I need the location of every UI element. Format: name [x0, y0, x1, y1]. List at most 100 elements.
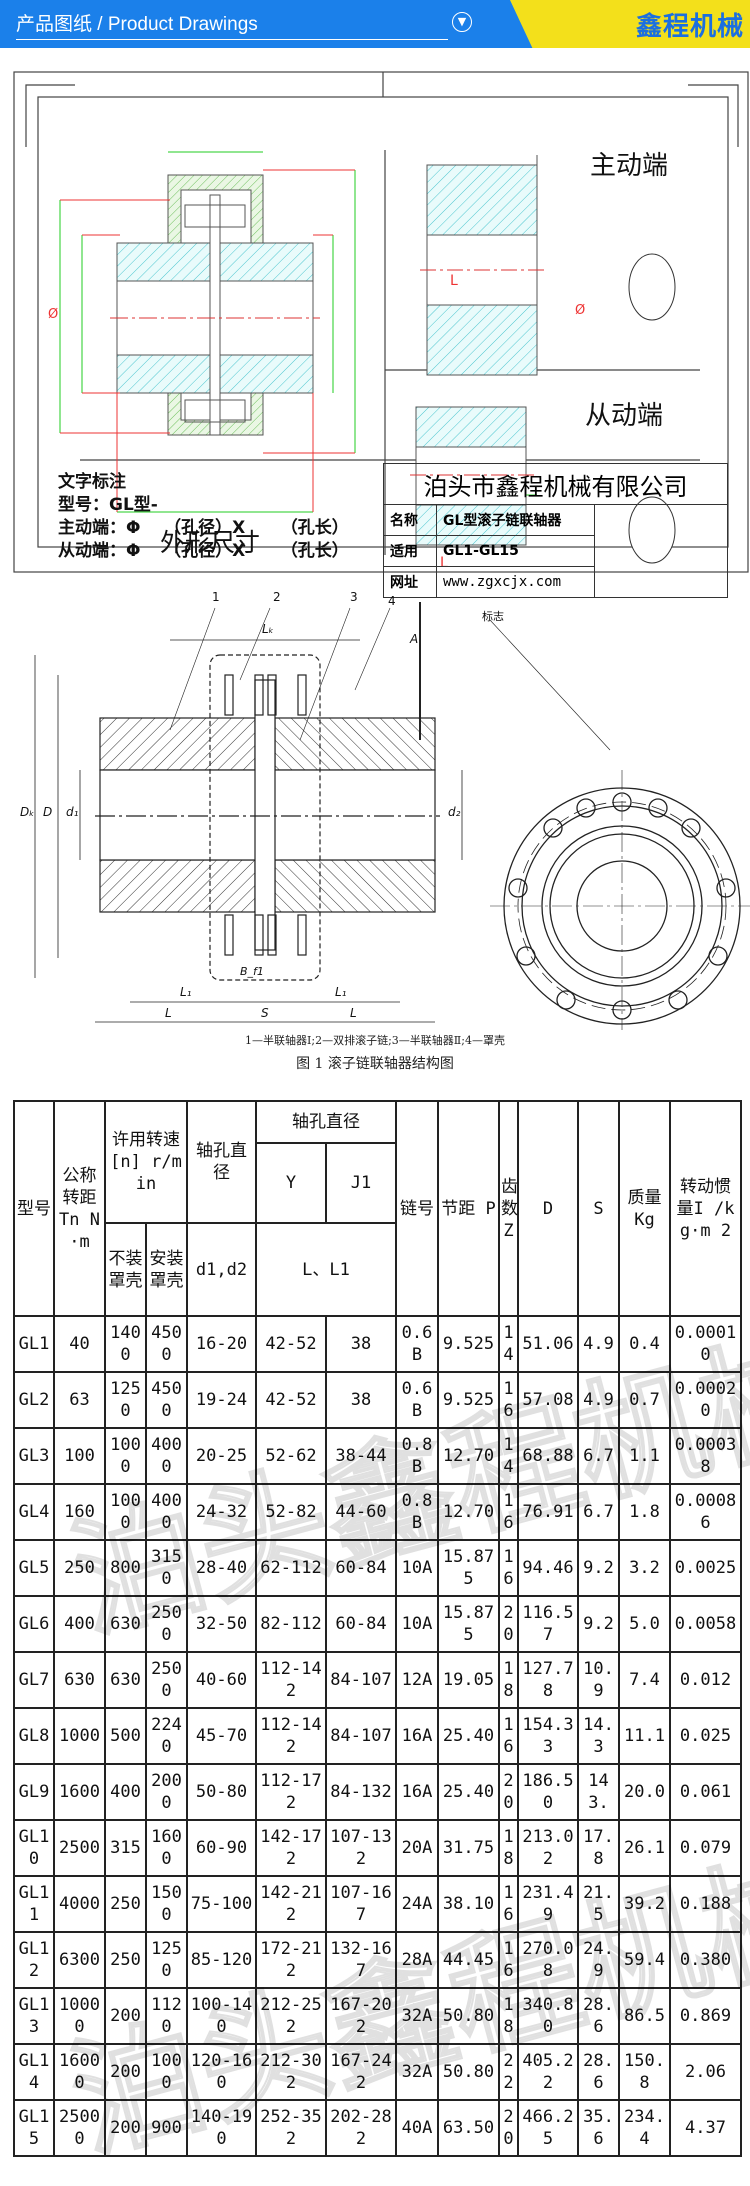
header-bore: 轴孔直径 [186, 1100, 258, 1224]
cell-bore-d: 40-60 [186, 1651, 258, 1709]
cell-speed-with-cover: 3150 [144, 1539, 189, 1597]
cell-mass: 3.2 [618, 1539, 672, 1597]
cell-length-j1: 60-84 [325, 1539, 398, 1597]
cell-inertia: 0.061 [669, 1763, 743, 1821]
length-symbol: L [450, 273, 458, 289]
cell-d: 68.88 [517, 1427, 580, 1485]
cell-bore-d: 85-120 [186, 1931, 258, 1989]
cell-length-j1: 167-242 [325, 2043, 398, 2101]
dim-d1: d₁ [66, 805, 79, 819]
header-inertia: 转动惯量I /kg·m 2 [669, 1100, 743, 1317]
dim-dk: Dₖ [20, 805, 35, 819]
cell-length-j1: 132-167 [325, 1931, 398, 1989]
cell-torque: 25000 [53, 2099, 106, 2157]
part-number-2: 2 [273, 590, 281, 604]
cell-chain: 28A [395, 1931, 440, 1989]
cell-torque: 16000 [53, 2043, 106, 2101]
cell-speed-with-cover: 4500 [144, 1315, 189, 1373]
cell-bore-d: 45-70 [186, 1707, 258, 1765]
cell-mass: 150.8 [618, 2043, 672, 2101]
cell-teeth: 16 [498, 1931, 520, 1989]
cell-teeth: 20 [498, 2099, 520, 2157]
cell-speed-no-cover: 200 [104, 2099, 147, 2157]
cell-bore-d: 16-20 [186, 1315, 258, 1373]
cell-length-y: 112-142 [255, 1651, 328, 1709]
cell-model: GL9 [13, 1763, 55, 1821]
cell-bore-d: 20-25 [186, 1427, 258, 1485]
header-y: Y [255, 1142, 328, 1224]
cell-inertia: 0.012 [669, 1651, 743, 1709]
cell-length-y: 82-112 [255, 1595, 328, 1653]
chevron-down-circle-icon[interactable]: ▼ [452, 12, 472, 32]
cell-model: GL3 [13, 1427, 55, 1485]
header-teeth: 齿数 Z [498, 1100, 520, 1317]
dim-lk: Lₖ [262, 622, 274, 636]
dim-l-right: L [350, 1006, 357, 1020]
dim-a: A [410, 632, 419, 646]
outline-drawing-svg [13, 71, 749, 581]
cell-s: 10.9 [577, 1651, 621, 1709]
cell-chain: 32A [395, 2043, 440, 2101]
cell-length-y: 172-212 [255, 1931, 328, 1989]
notes-main-end: 主动端：Φ （孔径）X （孔长） [58, 518, 349, 538]
cell-d: 405.22 [517, 2043, 580, 2101]
cell-length-y: 42-52 [255, 1315, 328, 1373]
cell-s: 6.7 [577, 1427, 621, 1485]
cell-d: 466.25 [517, 2099, 580, 2157]
cell-inertia: 0.0025 [669, 1539, 743, 1597]
cell-pitch: 50.80 [437, 1987, 501, 2045]
cell-s: 9.2 [577, 1595, 621, 1653]
cell-length-j1: 44-60 [325, 1483, 398, 1541]
cell-s: 4.9 [577, 1371, 621, 1429]
cell-chain: 0.8B [395, 1427, 440, 1485]
cell-inertia: 0.079 [669, 1819, 743, 1877]
dim-l1-left: L₁ [180, 985, 192, 999]
cell-model: GL15 [13, 2099, 55, 2157]
cell-model: GL14 [13, 2043, 55, 2101]
chain-sprocket-end-view [490, 770, 750, 1040]
apply-label: 适用 [383, 535, 437, 567]
cell-torque: 4000 [53, 1875, 106, 1933]
cell-torque: 1600 [53, 1763, 106, 1821]
cell-length-y: 212-302 [255, 2043, 328, 2101]
notes-title: 文字标注 [58, 472, 126, 492]
cell-bore-d: 50-80 [186, 1763, 258, 1821]
cell-speed-no-cover: 250 [104, 1931, 147, 1989]
figure-caption: 图 1 滚子链联轴器结构图 [296, 1056, 454, 1072]
cell-pitch: 15.875 [437, 1539, 501, 1597]
cell-mass: 0.4 [618, 1315, 672, 1373]
cell-length-j1: 38 [325, 1371, 398, 1429]
cell-teeth: 20 [498, 1763, 520, 1821]
cell-pitch: 15.875 [437, 1595, 501, 1653]
cell-d: 340.80 [517, 1987, 580, 2045]
cell-teeth: 16 [498, 1483, 520, 1541]
cell-chain: 40A [395, 2099, 440, 2157]
cell-mass: 39.2 [618, 1875, 672, 1933]
cell-s: 4.9 [577, 1315, 621, 1373]
header-mass: 质量 Kg [618, 1100, 672, 1317]
header-pitch: 节距 P [437, 1100, 501, 1317]
cell-s: 6.7 [577, 1483, 621, 1541]
mark-label: 标志 [482, 610, 504, 623]
cell-teeth: 18 [498, 1819, 520, 1877]
notes-model: 型号：GL型- [58, 495, 158, 515]
cell-speed-no-cover: 1400 [104, 1315, 147, 1373]
cell-d: 154.33 [517, 1707, 580, 1765]
cell-bore-d: 100-140 [186, 1987, 258, 2045]
cell-teeth: 16 [498, 1371, 520, 1429]
cell-mass: 1.1 [618, 1427, 672, 1485]
cell-speed-with-cover: 4000 [144, 1427, 189, 1485]
cell-speed-no-cover: 800 [104, 1539, 147, 1597]
cell-bore-d: 28-40 [186, 1539, 258, 1597]
cell-speed-with-cover: 1000 [144, 2043, 189, 2101]
blank-cell [594, 566, 728, 598]
cell-pitch: 44.45 [437, 1931, 501, 1989]
cell-model: GL7 [13, 1651, 55, 1709]
cell-model: GL6 [13, 1595, 55, 1653]
